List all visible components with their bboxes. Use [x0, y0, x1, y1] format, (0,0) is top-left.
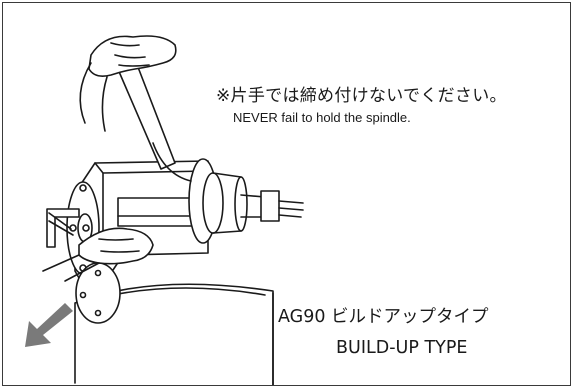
lower-hand	[78, 227, 154, 265]
upper-hand	[88, 35, 177, 77]
caution-text-jp: ※片手では締め付けないでください。	[216, 86, 507, 106]
rotation-arrow-icon	[25, 303, 73, 347]
caution-text-en: NEVER fail to hold the spindle.	[233, 110, 411, 125]
model-title: AG90 ビルドアップタイプ	[278, 307, 489, 327]
spindle-tightening-illustration	[25, 35, 304, 385]
model-subtitle: BUILD-UP TYPE	[336, 338, 468, 358]
instruction-panel: ※片手では締め付けないでください。 NEVER fail to hold the…	[2, 2, 571, 386]
